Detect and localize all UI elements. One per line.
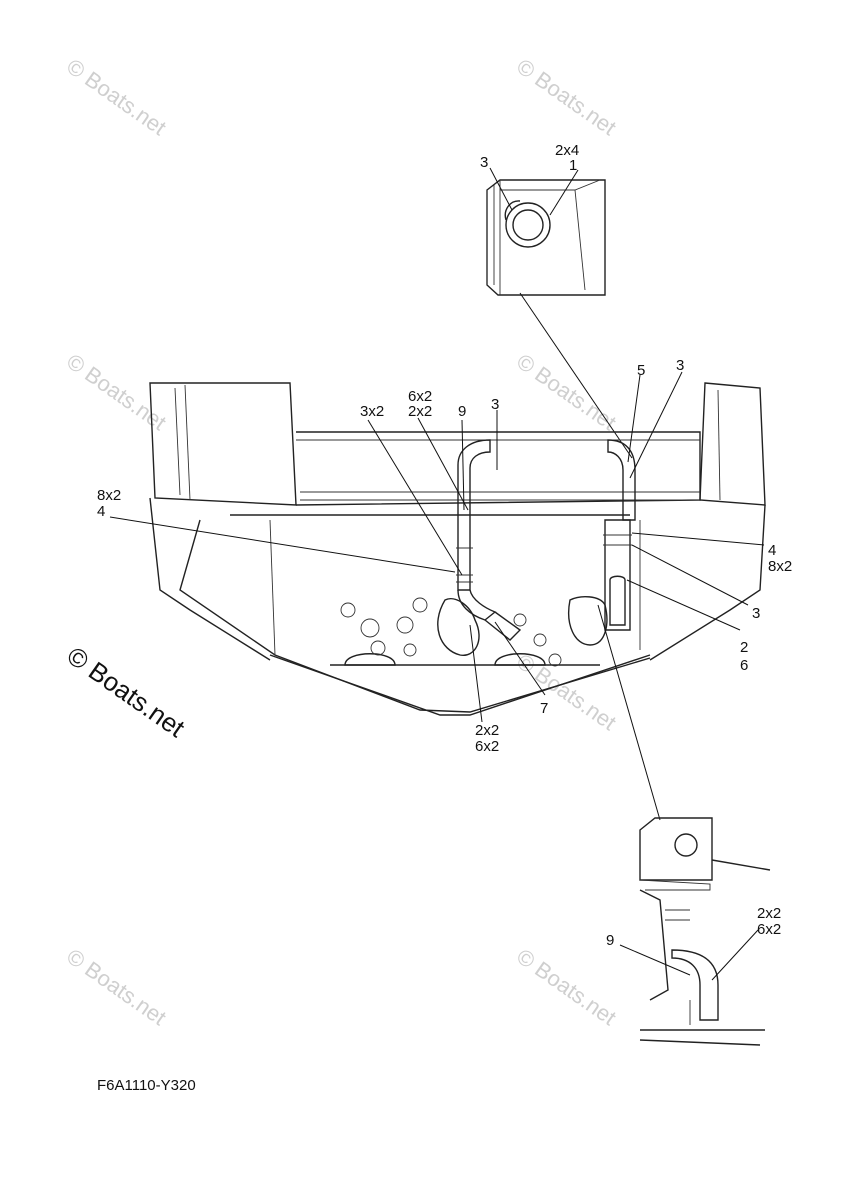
callout-9: 9: [606, 932, 614, 949]
top-inset-drawing: [486, 167, 633, 459]
leader-lines: [109, 371, 765, 821]
watermark-layer: © Boats.net © Boats.net © Boats.net © Bo…: [62, 54, 621, 1031]
callout-2x4: 2x4: [555, 142, 579, 159]
callout-7: 7: [540, 700, 548, 717]
hull-drawing: [149, 382, 766, 716]
watermark: © Boats.net: [512, 944, 621, 1031]
watermark-large: © Boats.net: [62, 640, 191, 743]
callout-1: 1: [569, 157, 577, 174]
hose-fitting-circle: [505, 202, 551, 248]
callout-3: 3: [480, 154, 488, 171]
callout-3x2: 3x2: [360, 403, 384, 420]
hose-fitting-inner-circle: [512, 209, 544, 241]
callout-3: 3: [752, 605, 760, 622]
right-hose: [607, 439, 636, 521]
callout-8x2: 8x2: [97, 487, 121, 504]
callout-6x2: 6x2: [475, 738, 499, 755]
callout-3: 3: [676, 357, 684, 374]
callout-2x2: 2x2: [475, 722, 499, 739]
callout-2: 2: [740, 639, 748, 656]
callout-6x2: 6x2: [757, 921, 781, 938]
callout-5: 5: [637, 362, 645, 379]
callout-4: 4: [768, 542, 776, 559]
watermark: © Boats.net: [512, 54, 621, 141]
callout-8x2: 8x2: [768, 558, 792, 575]
watermark: © Boats.net: [512, 649, 621, 736]
callout-3: 3: [491, 396, 499, 413]
figure-code: F6A1110-Y320: [97, 1077, 196, 1094]
callout-2x2: 2x2: [757, 905, 781, 922]
callout-4: 4: [97, 503, 105, 520]
watermark: © Boats.net: [62, 349, 171, 436]
callout-6: 6: [740, 657, 748, 674]
watermark: © Boats.net: [62, 944, 171, 1031]
callout-9: 9: [458, 403, 466, 420]
callout-2x2: 2x2: [408, 403, 432, 420]
watermark: © Boats.net: [62, 54, 171, 141]
bottom-inset-drawing: [619, 817, 771, 1046]
callout-6x2: 6x2: [408, 388, 432, 405]
